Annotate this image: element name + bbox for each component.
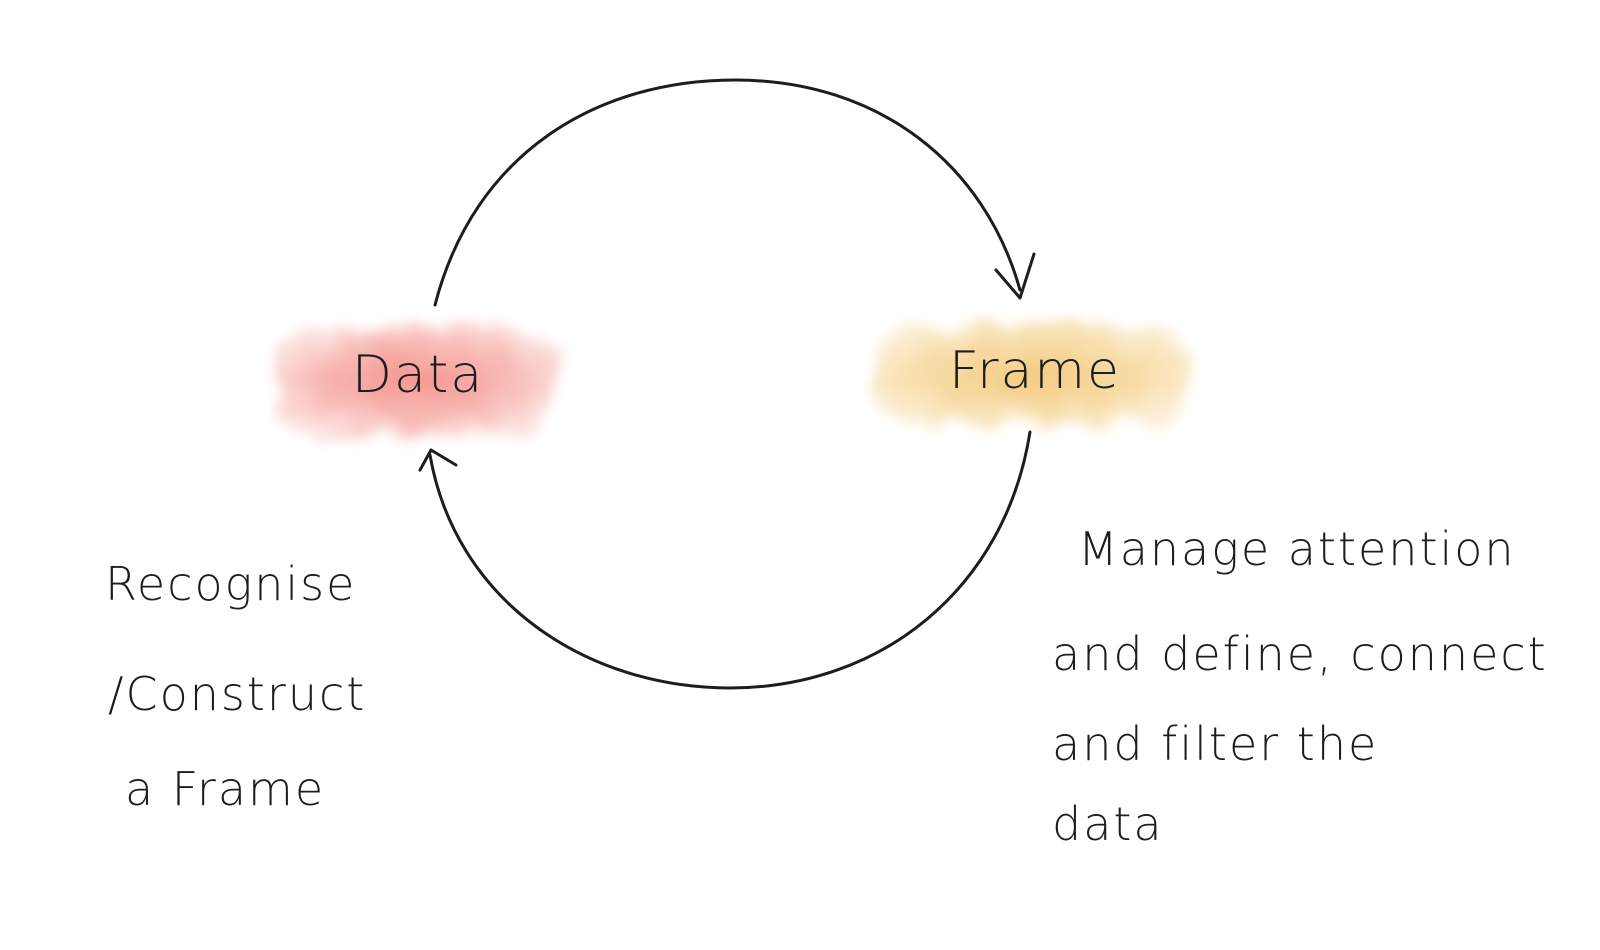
arrowhead-data-icon bbox=[418, 448, 458, 472]
left-note: Recognise /Construct a Frame bbox=[105, 557, 366, 816]
frame-node-highlight bbox=[872, 325, 1190, 425]
right-note-line-4: data bbox=[1052, 797, 1164, 851]
left-note-line-1: Recognise bbox=[105, 557, 356, 611]
arrowhead-frame-icon bbox=[994, 252, 1036, 300]
lower-arc-frame-to-data bbox=[428, 430, 1032, 690]
left-note-line-3: a Frame bbox=[125, 762, 325, 816]
right-note-line-3: and filter the bbox=[1052, 717, 1378, 771]
frame-node-label: Frame bbox=[949, 341, 1121, 401]
right-note-line-2: and define, connect bbox=[1052, 627, 1548, 681]
data-node-label: Data bbox=[352, 345, 484, 405]
left-note-line-2: /Construct bbox=[108, 667, 366, 721]
right-note: Manage attention and define, connect and… bbox=[1052, 522, 1548, 851]
data-node-highlight bbox=[275, 325, 555, 435]
upper-arc-data-to-frame bbox=[433, 78, 1022, 307]
right-note-line-1: Manage attention bbox=[1078, 522, 1516, 576]
